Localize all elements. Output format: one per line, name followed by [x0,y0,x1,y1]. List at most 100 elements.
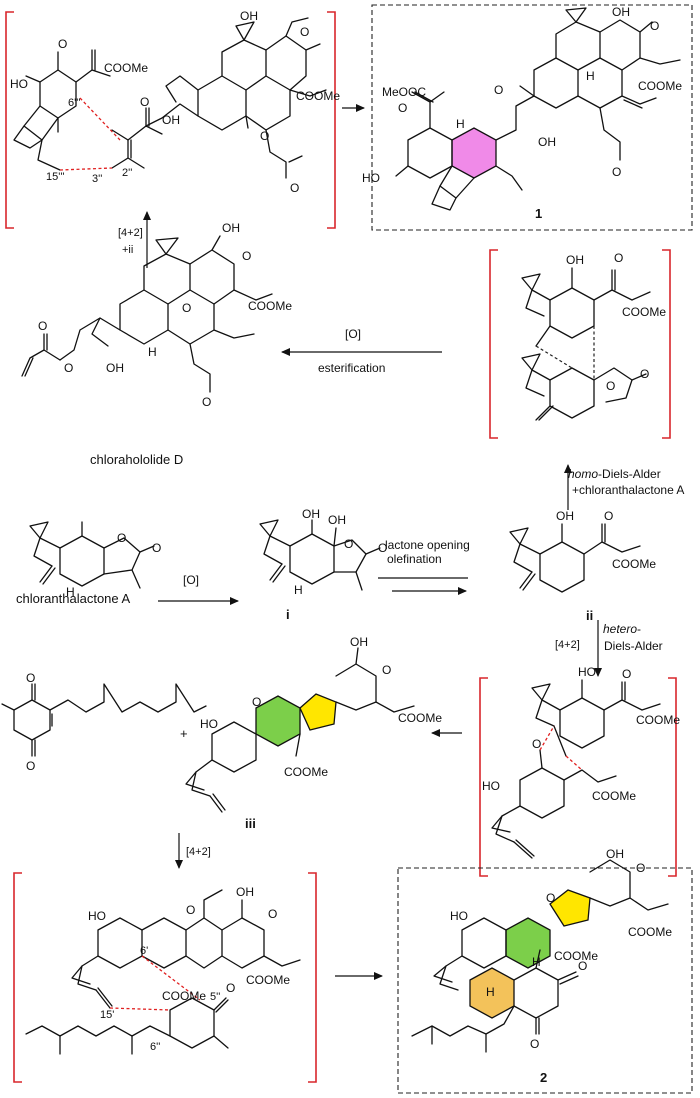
bond-line [308,872,317,1083]
atom-label: H [586,69,595,83]
bond-line [539,749,543,769]
bond-line [245,75,291,131]
bond-line [311,519,337,547]
bond-line [491,815,511,833]
bond-line [59,1035,133,1055]
atom-label: MeOOC [382,85,426,99]
bond-line [263,955,301,967]
atom-label: 6'' [150,1041,160,1053]
atom-label: COOMe [622,305,666,319]
product-1-box [371,4,693,231]
bond-line [539,541,585,593]
reagent-homo-da: homo-Diels-Alder [568,467,661,481]
atom-label: O [378,541,387,555]
chloranthalactone-a-structure: O O H [29,521,161,599]
bond-line [599,19,641,71]
arrows [143,104,602,980]
atom-label: OH [222,221,240,235]
bond-line [565,755,583,771]
atom-label: COOMe [162,989,206,1003]
atom-label: OH [606,847,624,861]
bond-line [59,535,105,587]
ring-highlight-green-2 [505,917,551,969]
reagent-esterification: esterification [318,361,385,375]
atom-label: O [58,37,67,51]
reagent-4p2-hetero: [4+2] [555,639,580,651]
bond-line [327,11,336,229]
atom-label: OH [538,135,556,149]
atom-label: O [546,891,555,905]
bond-line [13,125,43,149]
atom-label: H [486,985,495,999]
bond-line [355,647,359,665]
atom-label: COOMe [628,925,672,939]
bond-line [289,89,327,97]
bond-line [141,917,187,969]
atom-label: HO [200,717,218,731]
reagent-4p2-top: [4+2] [118,227,143,239]
bond-line [603,681,626,711]
bond-line [355,571,363,591]
atom-label: O [26,759,35,773]
bond-line [495,95,535,141]
compound-1-label: 1 [535,206,542,221]
atom-label: H [456,117,465,131]
ring-highlight-pink [451,127,497,179]
reagent-lactone-opening: lactone opening [385,538,470,552]
bond-line [589,859,631,907]
quinone-structure: O O + [1,671,207,773]
atom-label: COOMe [612,557,656,571]
atom-label: COOMe [398,711,442,725]
bond-line [489,249,498,439]
bond-line [203,889,223,919]
atom-label: COOMe [284,765,328,779]
bond-line [601,541,641,553]
atom-label: O [578,959,587,973]
intermediate-hetero-da: HO O COOMe HO O COOMe [482,665,680,859]
compound-labels: 1 chlorahololide D chloranthalactone A i… [16,206,593,1085]
bond-line [233,289,273,301]
bond-line [143,253,191,291]
bond-line [559,697,605,749]
atom-label: O [117,531,126,545]
atom-label: O [202,395,211,409]
bond-line [141,955,201,1001]
atom-label: 3'' [92,173,102,185]
bond-line [213,1035,229,1049]
reagent-labels: [4+2] +ii [O] esterification homo-Diels-… [118,227,684,858]
product-2: HO O OH O COOMe COOMe H H O O [411,847,672,1053]
bond-line [213,329,255,339]
bond-line [265,129,303,179]
atom-label: HO [10,77,28,91]
bond-line [59,317,101,361]
bond-line [49,683,207,713]
atom-label: HO [450,909,468,923]
atom-label: 6''' [68,97,80,109]
ring-highlight-yellow-2 [549,889,591,927]
bond-line [495,805,521,843]
bond-line [557,971,579,985]
bond-line [509,527,529,545]
atom-label: 15' [100,1009,114,1021]
atom-label: 6' [140,945,148,957]
compound-iii-structure: HO O OH O COOMe COOMe [185,635,442,813]
intermediate-homo-da: OH O COOMe O O [521,251,666,421]
bond-line [75,49,93,83]
bond-line [513,967,559,1019]
atom-label: O [64,361,73,375]
atom-label: 2'' [122,167,132,179]
reagent-oxidation-ester: [O] [345,327,361,341]
atom-label: O [640,367,649,381]
bond-line [565,7,587,23]
reagent-olefination: olefination [387,552,442,566]
bond-line [235,21,255,41]
bond-line [461,917,507,969]
atom-label: COOMe [296,89,340,103]
bond-line [263,535,291,565]
atom-label: O [606,379,615,393]
bond-line [211,721,257,773]
atom-label: O [260,129,269,143]
atom-label: O [494,83,503,97]
atom-label: O [530,1037,539,1051]
intermediate-top-left: HO O COOMe 6''' 15''' 3'' 2'' O OH O COO… [10,9,340,195]
